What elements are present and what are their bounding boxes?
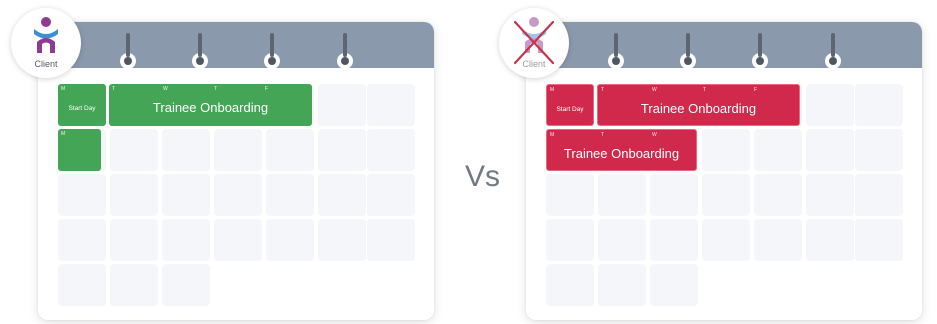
calendar-cell	[855, 219, 903, 261]
calendar-cell	[702, 174, 750, 216]
versus-label: Vs	[465, 160, 501, 193]
event-start-day: M Start Day	[546, 84, 594, 126]
calendar-cell	[367, 219, 415, 261]
client-badge-crossed: Client	[499, 8, 569, 78]
event-day-label: M	[550, 132, 555, 138]
calendar-cell	[110, 264, 158, 306]
calendar-ring-icon	[825, 33, 841, 69]
event-trainee-onboarding: T W T F Trainee Onboarding	[109, 84, 312, 126]
event-title: Trainee Onboarding	[563, 146, 680, 161]
calendar-ring-icon	[120, 33, 136, 69]
calendar-cell	[318, 174, 366, 216]
event-start-day: M Start Day	[58, 84, 106, 126]
calendar-cell	[754, 129, 802, 171]
client-badge: Client	[11, 8, 81, 78]
calendar-bad: M Start Day T W T F Trainee Onboarding M…	[526, 22, 922, 320]
calendar-cell	[367, 174, 415, 216]
calendar-cell	[318, 129, 366, 171]
calendar-ring-icon	[752, 33, 768, 69]
calendar-cell	[598, 264, 646, 306]
calendar-cell	[58, 219, 106, 261]
calendar-cell	[266, 219, 314, 261]
calendar-cell	[58, 264, 106, 306]
event-day-label: F	[754, 87, 758, 93]
event-day-label: M	[61, 131, 66, 137]
calendar-cell	[650, 174, 698, 216]
event-title: Trainee Onboarding	[640, 101, 757, 116]
calendar-cell	[598, 174, 646, 216]
calendar-cell	[162, 129, 210, 171]
event-trainee-onboarding-next-week: M T W Trainee Onboarding	[546, 129, 697, 171]
badge-label: Client	[522, 59, 546, 69]
calendar-header	[526, 22, 922, 68]
calendar-ring-icon	[337, 33, 353, 69]
event-day-label: T	[601, 87, 605, 93]
calendar-cell	[318, 84, 366, 126]
event-day-label: W	[163, 86, 168, 92]
event-title: Start Day	[556, 106, 584, 113]
cross-icon	[513, 20, 555, 65]
calendar-header	[38, 22, 434, 68]
calendar-good: M Start Day T W T F Trainee Onboarding M	[38, 22, 434, 320]
badge-label: Client	[34, 59, 58, 69]
calendar-cell	[806, 219, 854, 261]
event-day-label: F	[265, 86, 269, 92]
event-next-week: M	[58, 129, 101, 171]
event-day-label: W	[652, 87, 657, 93]
event-title: Start Day	[68, 105, 96, 112]
event-day-label: T	[214, 86, 218, 92]
calendar-cell	[754, 174, 802, 216]
event-day-label: M	[550, 87, 555, 93]
calendar-cell	[702, 219, 750, 261]
calendar-cell	[318, 219, 366, 261]
calendar-cell	[546, 219, 594, 261]
calendar-cell	[806, 84, 854, 126]
calendar-cell	[214, 129, 262, 171]
event-day-label: T	[703, 87, 707, 93]
calendar-cell	[162, 174, 210, 216]
calendar-cell	[806, 174, 854, 216]
calendar-cell	[214, 174, 262, 216]
calendar-cell	[58, 174, 106, 216]
calendar-cell	[162, 219, 210, 261]
calendar-cell	[855, 174, 903, 216]
event-day-label: T	[601, 132, 605, 138]
calendar-ring-icon	[264, 33, 280, 69]
calendar-cell	[110, 174, 158, 216]
calendar-cell	[650, 264, 698, 306]
calendar-cell	[110, 129, 158, 171]
calendar-cell	[702, 129, 750, 171]
calendar-cell	[855, 84, 903, 126]
calendar-ring-icon	[192, 33, 208, 69]
calendar-cell	[855, 129, 903, 171]
client-person-icon	[34, 17, 58, 53]
calendar-ring-icon	[680, 33, 696, 69]
calendar-cell	[806, 129, 854, 171]
event-trainee-onboarding: T W T F Trainee Onboarding	[597, 84, 800, 126]
calendar-cell	[367, 129, 415, 171]
event-day-label: M	[61, 86, 66, 92]
calendar-cell	[598, 219, 646, 261]
event-day-label: T	[112, 86, 116, 92]
calendar-ring-icon	[608, 33, 624, 69]
calendar-cell	[650, 219, 698, 261]
calendar-cell	[546, 264, 594, 306]
calendar-cell	[214, 219, 262, 261]
calendar-cell	[754, 219, 802, 261]
calendar-cell	[367, 84, 415, 126]
calendar-cell	[162, 264, 210, 306]
calendar-cell	[266, 174, 314, 216]
calendar-cell	[110, 219, 158, 261]
calendar-cell	[546, 174, 594, 216]
event-day-label: W	[652, 132, 657, 138]
event-title: Trainee Onboarding	[152, 100, 269, 115]
calendar-cell	[266, 129, 314, 171]
